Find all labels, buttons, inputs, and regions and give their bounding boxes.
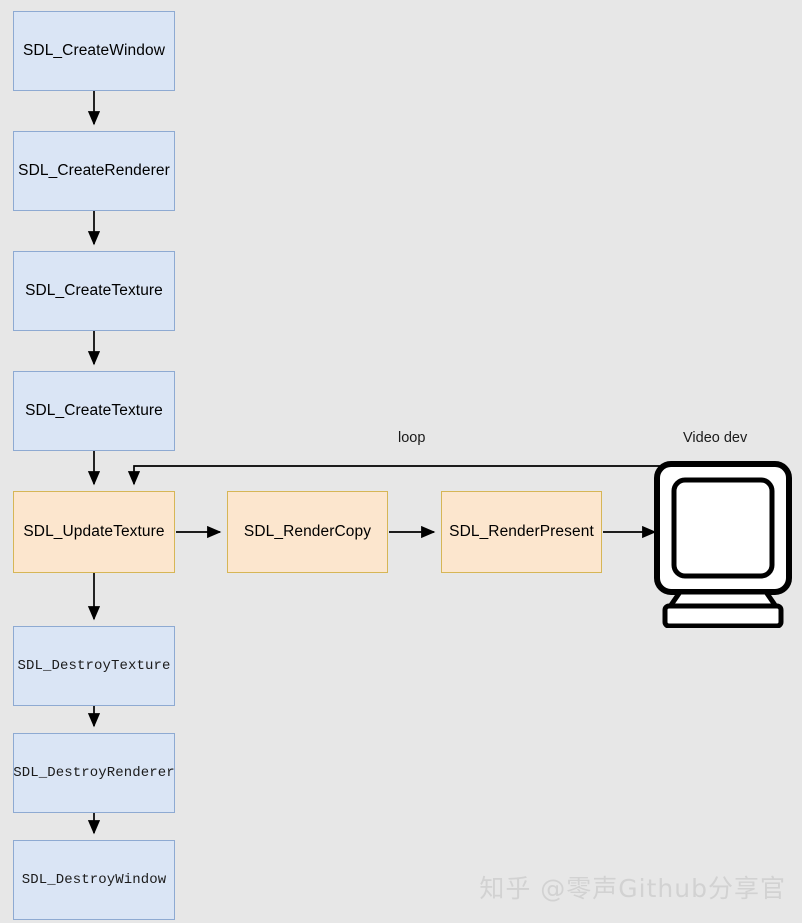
node-sdl-updatetexture[interactable]: SDL_UpdateTexture: [13, 491, 175, 573]
node-label: SDL_CreateTexture: [25, 281, 163, 299]
node-label: SDL_DestroyWindow: [21, 871, 167, 888]
monitor-screen: [671, 477, 775, 579]
node-sdl-rendercopy[interactable]: SDL_RenderCopy: [227, 491, 388, 573]
node-sdl-createrenderer[interactable]: SDL_CreateRenderer: [13, 131, 175, 211]
monitor-base: [662, 603, 784, 628]
loop-label: loop: [398, 430, 426, 446]
node-label: SDL_DestroyRenderer: [13, 764, 175, 781]
video-dev-label: Video dev: [683, 430, 748, 446]
node-sdl-destroytexture[interactable]: SDL_DestroyTexture: [13, 626, 175, 706]
node-sdl-createtexture-1[interactable]: SDL_CreateTexture: [13, 251, 175, 331]
edge-loop-back: [127, 465, 661, 486]
node-label: SDL_RenderPresent: [449, 522, 594, 540]
node-sdl-destroywindow[interactable]: SDL_DestroyWindow: [13, 840, 175, 920]
node-sdl-destroyrenderer[interactable]: SDL_DestroyRenderer: [13, 733, 175, 813]
node-sdl-createtexture-2[interactable]: SDL_CreateTexture: [13, 371, 175, 451]
crt-monitor-icon: [654, 461, 792, 628]
node-sdl-renderpresent[interactable]: SDL_RenderPresent: [441, 491, 602, 573]
node-label: SDL_CreateTexture: [25, 401, 163, 419]
node-label: SDL_CreateWindow: [22, 41, 166, 59]
node-label: SDL_CreateRenderer: [18, 161, 170, 179]
watermark-text: 知乎 @零声Github分享官: [479, 874, 786, 903]
node-sdl-createwindow[interactable]: SDL_CreateWindow: [13, 11, 175, 91]
node-label: SDL_RenderCopy: [243, 522, 372, 540]
node-label: SDL_UpdateTexture: [23, 522, 165, 540]
node-label: SDL_DestroyTexture: [17, 657, 171, 674]
